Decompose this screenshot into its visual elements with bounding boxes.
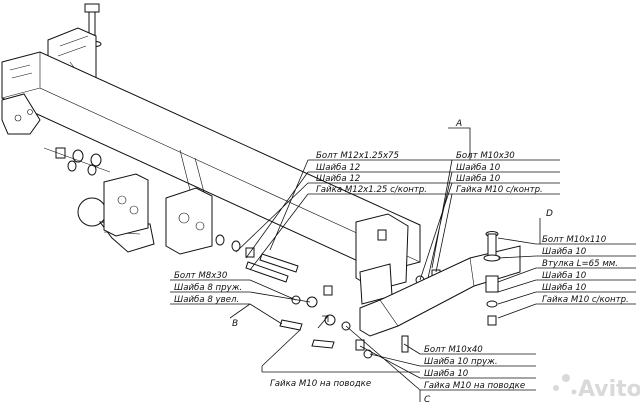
callout-top-center: Болт M12x1.25x75 Шайба 12 Шайба 12 Гайка… (316, 151, 427, 195)
callout-text: Болт M10x110 (542, 235, 607, 245)
callout-text: Гайка M10 на поводке (270, 379, 371, 389)
callout-left-b: Болт M8x30 Шайба 8 пруж. Шайба 8 увел. (174, 271, 242, 305)
callout-text: Шайба 12 (316, 163, 360, 173)
letter-d: D (546, 209, 553, 219)
d-bolt-stack (483, 231, 501, 326)
watermark-dot-icon (553, 385, 559, 391)
callout-text: Гайка M12x1.25 с/контр. (316, 185, 427, 195)
callout-bottom-c: Болт M10x40 Шайба 10 пруж. Шайба 10 Гайк… (424, 345, 525, 391)
callout-bottom-left: Гайка M10 на поводке (270, 379, 371, 389)
letter-a: A (455, 119, 462, 129)
center-hardware (215, 234, 255, 258)
watermark-text: Avito (578, 377, 640, 402)
callout-text: Гайка M10 с/контр. (456, 185, 543, 195)
lower-side-rail (359, 245, 521, 337)
callout-text: Шайба 8 пруж. (174, 283, 242, 293)
main-crossbeam (1, 51, 421, 273)
left-hardware (43, 147, 111, 176)
letter-b: B (232, 319, 238, 329)
watermark-dot-icon (562, 374, 570, 382)
callout-text: Болт M10x30 (456, 151, 515, 161)
watermark-dot-icon (571, 389, 577, 395)
ball-mount-plate (103, 173, 149, 237)
leader-wire (261, 329, 301, 367)
callout-text: Гайка M10 с/контр. (542, 295, 629, 305)
callout-text: Болт M10x40 (424, 345, 483, 355)
callout-text: Болт M8x30 (174, 271, 228, 281)
callout-text: Шайба 10 (456, 163, 501, 173)
callout-text: Шайба 10 (456, 174, 501, 184)
callout-text: Шайба 10 (542, 271, 587, 281)
b-group-hardware (279, 285, 351, 349)
left-end-flange (1, 93, 41, 135)
callout-text: Шайба 8 увел. (174, 295, 239, 305)
c-group-hardware (355, 335, 409, 359)
avito-watermark: Avito (553, 374, 640, 402)
callout-text: Шайба 10 (542, 247, 587, 257)
callout-text: Шайба 10 (424, 369, 469, 379)
callout-text: Шайба 12 (316, 174, 360, 184)
center-bracket (165, 187, 213, 255)
right-bracket (355, 213, 409, 305)
arrow (317, 315, 329, 329)
callout-text: Шайба 10 пруж. (424, 357, 498, 367)
callout-text: Втулка L=65 мм. (542, 259, 618, 269)
letter-c: C (424, 395, 431, 405)
callout-top-right: Болт M10x30 Шайба 10 Шайба 10 Гайка M10 … (456, 151, 543, 195)
callout-text: Болт M12x1.25x75 (316, 151, 399, 161)
m12-bolts (245, 253, 299, 283)
callout-text: Шайба 10 (542, 283, 587, 293)
callout-leaders (170, 127, 636, 402)
callout-right-d: Болт M10x110 Шайба 10 Втулка L=65 мм. Ша… (542, 235, 629, 305)
callout-text: Гайка M10 на поводке (424, 381, 525, 391)
